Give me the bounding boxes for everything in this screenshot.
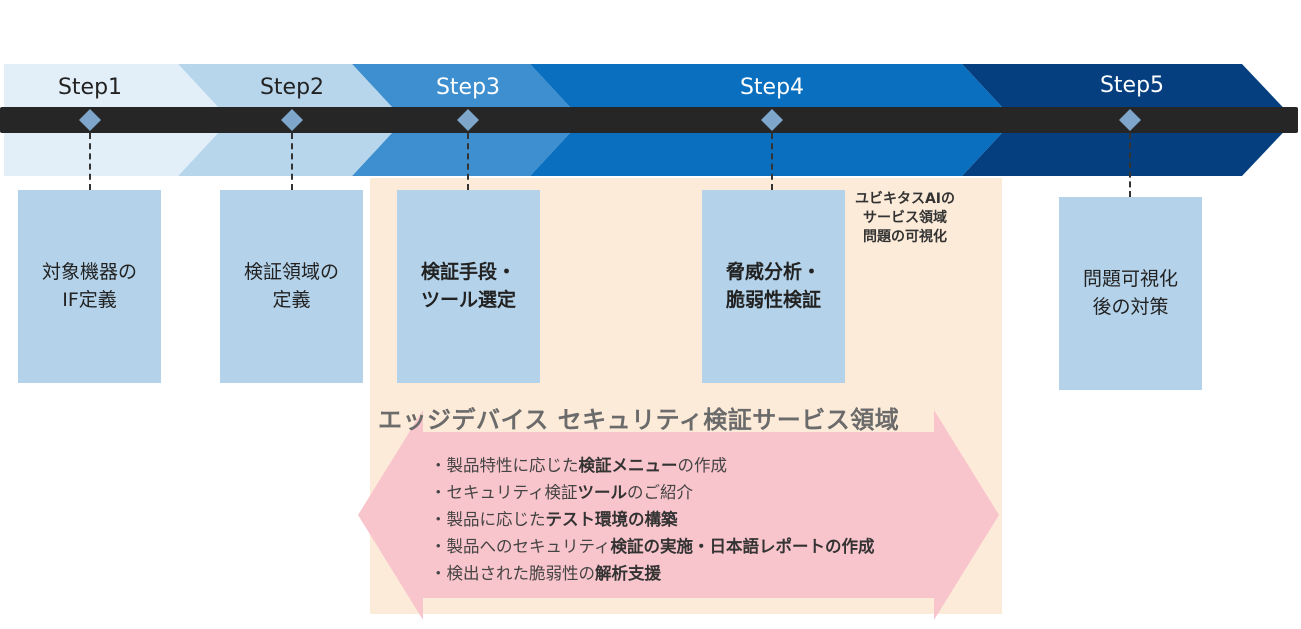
step4-connector <box>771 133 773 190</box>
service-item: ・セキュリティ検証ツールのご紹介 <box>430 479 990 506</box>
step5-description: 問題可視化 後の対策 <box>1082 267 1178 318</box>
service-scope-note: ユビキタスAIの サービス領域 問題の可視化 <box>854 191 956 245</box>
service-item-text: の作成 <box>677 456 728 475</box>
step3-label: Step3 <box>435 75 501 100</box>
step1-label: Step1 <box>57 75 123 100</box>
timeline-bar <box>0 107 1298 133</box>
service-item: ・検出された脆弱性の解析支援 <box>430 560 990 587</box>
step4-description-box: 脅威分析・ 脆弱性検証 <box>702 190 845 383</box>
step5-milestone <box>1119 109 1141 131</box>
step2-description-box: 検証領域の 定義 <box>220 190 363 383</box>
service-item-text: 検証の実施・日本語レポートの作成 <box>610 537 875 556</box>
step2-milestone <box>281 109 303 131</box>
step1-connector <box>89 133 91 190</box>
step5-label: Step5 <box>1099 73 1165 98</box>
step4-label: Step4 <box>739 75 805 100</box>
service-item-text: ・検出された脆弱性の <box>430 564 595 583</box>
step4-milestone <box>761 109 783 131</box>
step3-milestone <box>457 109 479 131</box>
step4-description: 脅威分析・ 脆弱性検証 <box>725 260 821 311</box>
step5-connector <box>1129 133 1131 197</box>
service-double-arrow <box>358 410 999 620</box>
service-item-text: ・セキュリティ検証 <box>430 483 578 502</box>
service-item: ・製品特性に応じた検証メニューの作成 <box>430 452 990 479</box>
service-region-title: エッジデバイス セキュリティ検証サービス領域 <box>378 406 900 434</box>
step2-label: Step2 <box>259 75 325 100</box>
service-item-text: ・製品に応じた <box>430 510 546 529</box>
service-item-text: テスト環境の構築 <box>545 510 678 529</box>
service-item-text: ・製品特性に応じた <box>430 456 579 475</box>
step1-description: 対象機器の IF定義 <box>41 260 137 311</box>
step3-description-box: 検証手段・ ツール選定 <box>397 190 540 383</box>
step3-description: 検証手段・ ツール選定 <box>420 260 516 311</box>
service-item-text: ツール <box>577 483 628 502</box>
step1-milestone <box>79 109 101 131</box>
service-list: ・製品特性に応じた検証メニューの作成・セキュリティ検証ツールのご紹介・製品に応じ… <box>430 452 990 587</box>
service-item-text: 解析支援 <box>595 564 661 583</box>
step2-description: 検証領域の 定義 <box>243 260 339 311</box>
step1-description-box: 対象機器の IF定義 <box>18 190 161 383</box>
step2-connector <box>291 133 293 190</box>
service-item-text: のご紹介 <box>627 483 694 502</box>
service-item: ・製品へのセキュリティ検証の実施・日本語レポートの作成 <box>430 533 990 560</box>
service-item: ・製品に応じたテスト環境の構築 <box>430 506 990 533</box>
step3-connector <box>467 133 469 190</box>
step5-description-box: 問題可視化 後の対策 <box>1059 197 1202 390</box>
service-item-text: ・製品へのセキュリティ <box>430 537 611 556</box>
service-item-text: 検証メニュー <box>578 456 678 475</box>
